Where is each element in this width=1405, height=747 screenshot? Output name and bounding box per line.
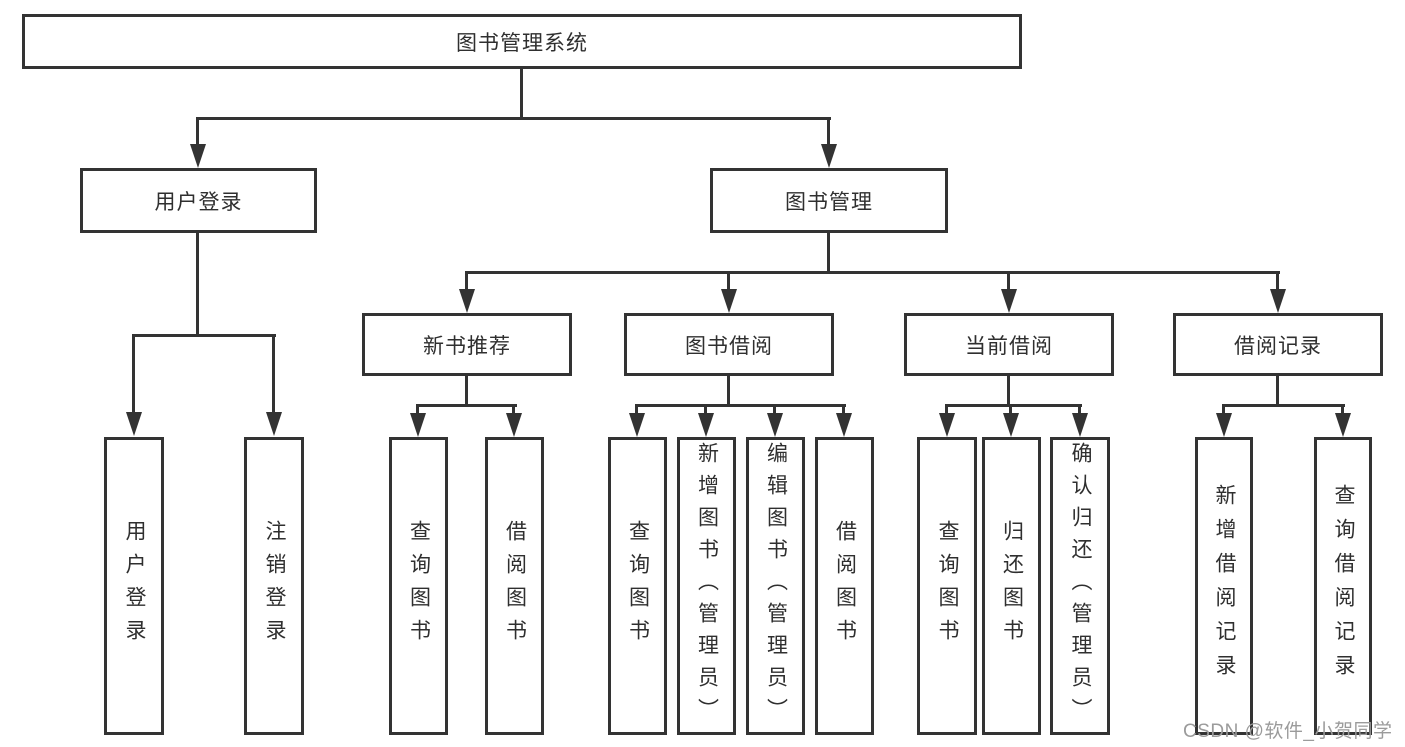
leaf-logout: 注销登录 (244, 437, 304, 735)
arrowhead-down-icon (1072, 413, 1088, 437)
leaf-logout-label: 注销登录 (263, 520, 286, 652)
arrowhead-down-icon (410, 413, 426, 437)
connector-line (1341, 404, 1344, 415)
leaf-query-book-borrow-label: 查询图书 (626, 520, 650, 652)
node-root: 图书管理系统 (22, 14, 1022, 69)
connector-line (635, 404, 638, 415)
leaf-confirm-return-admin-label: 确认归还（管理员） (1069, 442, 1092, 730)
connector-line (1009, 404, 1012, 415)
connector-new-book-branch (416, 404, 517, 407)
leaf-query-borrow-record: 查询借阅记录 (1314, 437, 1372, 735)
connector-line (842, 404, 845, 415)
connector-current-borrow-stem (1007, 376, 1010, 407)
connector-borrow-records-stem (1276, 376, 1279, 407)
node-new-book-recommend: 新书推荐 (362, 313, 572, 376)
connector-borrow-records-branch (1222, 404, 1345, 407)
leaf-edit-book-admin-label: 编辑图书（管理员） (764, 442, 788, 730)
leaf-add-book-admin: 新增图书（管理员） (677, 437, 736, 735)
connector-line (1222, 404, 1225, 415)
connector-line (465, 271, 468, 291)
connector-root-stem (520, 69, 523, 118)
connector-user-login-stem (196, 233, 199, 336)
leaf-query-book-recommend-label: 查询图书 (407, 520, 431, 652)
connector-book-borrow-stem (727, 376, 730, 407)
connector-line (727, 271, 730, 291)
connector-new-book-stem (465, 376, 468, 407)
node-current-borrow-label: 当前借阅 (965, 334, 1053, 358)
arrowhead-down-icon (1335, 413, 1351, 437)
node-borrow-records: 借阅记录 (1173, 313, 1383, 376)
connector-line (827, 117, 830, 146)
arrowhead-down-icon (1001, 289, 1017, 313)
node-user-login: 用户登录 (80, 168, 317, 233)
csdn-watermark: CSDN @软件_小贺同学 (1183, 721, 1393, 742)
arrowhead-down-icon (698, 413, 714, 437)
connector-line (1007, 271, 1010, 291)
arrowhead-down-icon (721, 289, 737, 313)
leaf-borrow-book: 借阅图书 (815, 437, 874, 735)
arrowhead-down-icon (821, 144, 837, 168)
arrowhead-down-icon (506, 413, 522, 437)
connector-level2-branch (197, 117, 831, 120)
arrowhead-down-icon (1270, 289, 1286, 313)
arrowhead-down-icon (1216, 413, 1232, 437)
connector-line (272, 334, 275, 414)
leaf-query-borrow-record-label: 查询借阅记录 (1332, 484, 1355, 688)
arrowhead-down-icon (629, 413, 645, 437)
node-new-book-recommend-label: 新书推荐 (423, 334, 511, 358)
leaf-return-book-label: 归还图书 (1000, 520, 1024, 652)
connector-line (704, 404, 707, 415)
node-book-management-label: 图书管理 (785, 190, 873, 214)
leaf-return-book: 归还图书 (982, 437, 1041, 735)
connector-line (945, 404, 948, 415)
leaf-confirm-return-admin: 确认归还（管理员） (1050, 437, 1110, 735)
node-current-borrow: 当前借阅 (904, 313, 1114, 376)
leaf-borrow-book-recommend-label: 借阅图书 (503, 520, 527, 652)
connector-current-borrow-branch (945, 404, 1082, 407)
arrowhead-down-icon (190, 144, 206, 168)
arrowhead-down-icon (767, 413, 783, 437)
node-book-borrow-label: 图书借阅 (685, 334, 773, 358)
leaf-user-login: 用户登录 (104, 437, 164, 735)
connector-line (196, 117, 199, 146)
node-book-management: 图书管理 (710, 168, 948, 233)
connector-book-mgmt-stem (827, 233, 830, 273)
leaf-edit-book-admin: 编辑图书（管理员） (746, 437, 805, 735)
leaf-borrow-book-label: 借阅图书 (833, 520, 857, 652)
connector-level3-branch (465, 271, 1280, 274)
node-root-label: 图书管理系统 (456, 31, 588, 55)
arrowhead-down-icon (126, 412, 142, 436)
leaf-borrow-book-recommend: 借阅图书 (485, 437, 544, 735)
connector-line (773, 404, 776, 415)
arrowhead-down-icon (836, 413, 852, 437)
connector-line (512, 404, 515, 415)
arrowhead-down-icon (939, 413, 955, 437)
arrowhead-down-icon (266, 412, 282, 436)
leaf-query-book-current: 查询图书 (917, 437, 977, 735)
leaf-add-book-admin-label: 新增图书（管理员） (695, 442, 719, 730)
leaf-query-book-borrow: 查询图书 (608, 437, 667, 735)
connector-line (416, 404, 419, 415)
connector-user-login-branch (132, 334, 276, 337)
node-user-login-label: 用户登录 (154, 190, 243, 214)
connector-line (1276, 271, 1279, 291)
node-book-borrow: 图书借阅 (624, 313, 834, 376)
connector-line (132, 334, 135, 414)
arrowhead-down-icon (459, 289, 475, 313)
leaf-query-book-recommend: 查询图书 (389, 437, 448, 735)
arrowhead-down-icon (1003, 413, 1019, 437)
leaf-add-borrow-record: 新增借阅记录 (1195, 437, 1253, 735)
connector-book-borrow-branch (635, 404, 846, 407)
leaf-add-borrow-record-label: 新增借阅记录 (1213, 484, 1236, 688)
connector-line (1078, 404, 1081, 415)
leaf-user-login-label: 用户登录 (123, 520, 146, 652)
node-borrow-records-label: 借阅记录 (1234, 334, 1322, 358)
leaf-query-book-current-label: 查询图书 (936, 520, 959, 652)
